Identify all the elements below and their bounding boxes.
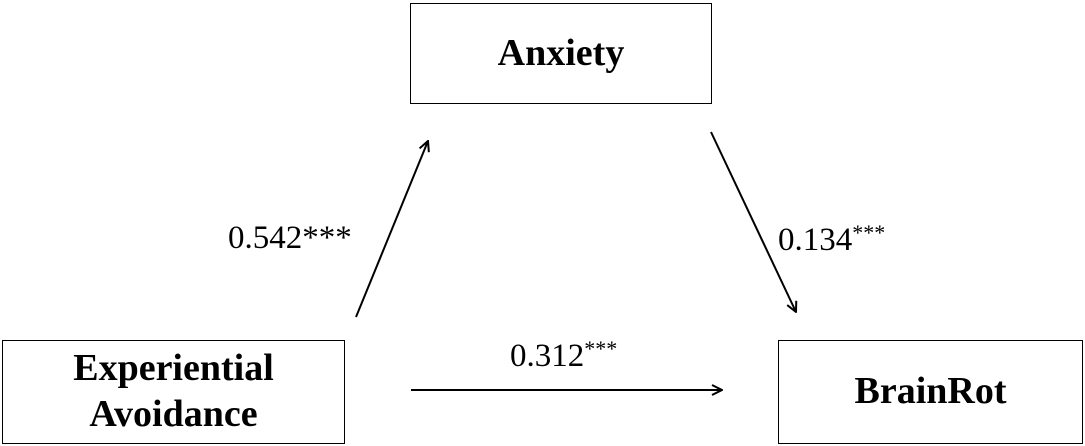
- significance-stars: ***: [302, 220, 352, 256]
- coefficient-value: 0.134: [778, 222, 853, 258]
- anxiety-box: Anxiety: [410, 3, 712, 104]
- significance-stars: ***: [584, 336, 618, 361]
- brainrot-box: BrainRot: [778, 340, 1083, 444]
- coefficient-ea-to-anxiety: 0.542***: [228, 220, 352, 257]
- coefficient-value: 0.542: [228, 220, 303, 256]
- significance-stars: ***: [852, 220, 886, 245]
- arrow-anxiety-to-brainrot: [710, 131, 796, 312]
- brainrot-label: BrainRot: [854, 370, 1007, 413]
- experiential-avoidance-label-line2: Avoidance: [89, 393, 258, 435]
- anxiety-label: Anxiety: [497, 31, 625, 74]
- experiential-avoidance-label-line1: Experiential: [73, 347, 274, 390]
- experiential-avoidance-box: Experiential Avoidance: [2, 340, 345, 444]
- coefficient-anxiety-to-brainrot: 0.134***: [778, 220, 885, 259]
- arrow-ea-to-anxiety: [355, 141, 428, 318]
- coefficient-ea-to-brainrot: 0.312***: [510, 336, 617, 375]
- coefficient-value: 0.312: [510, 338, 585, 374]
